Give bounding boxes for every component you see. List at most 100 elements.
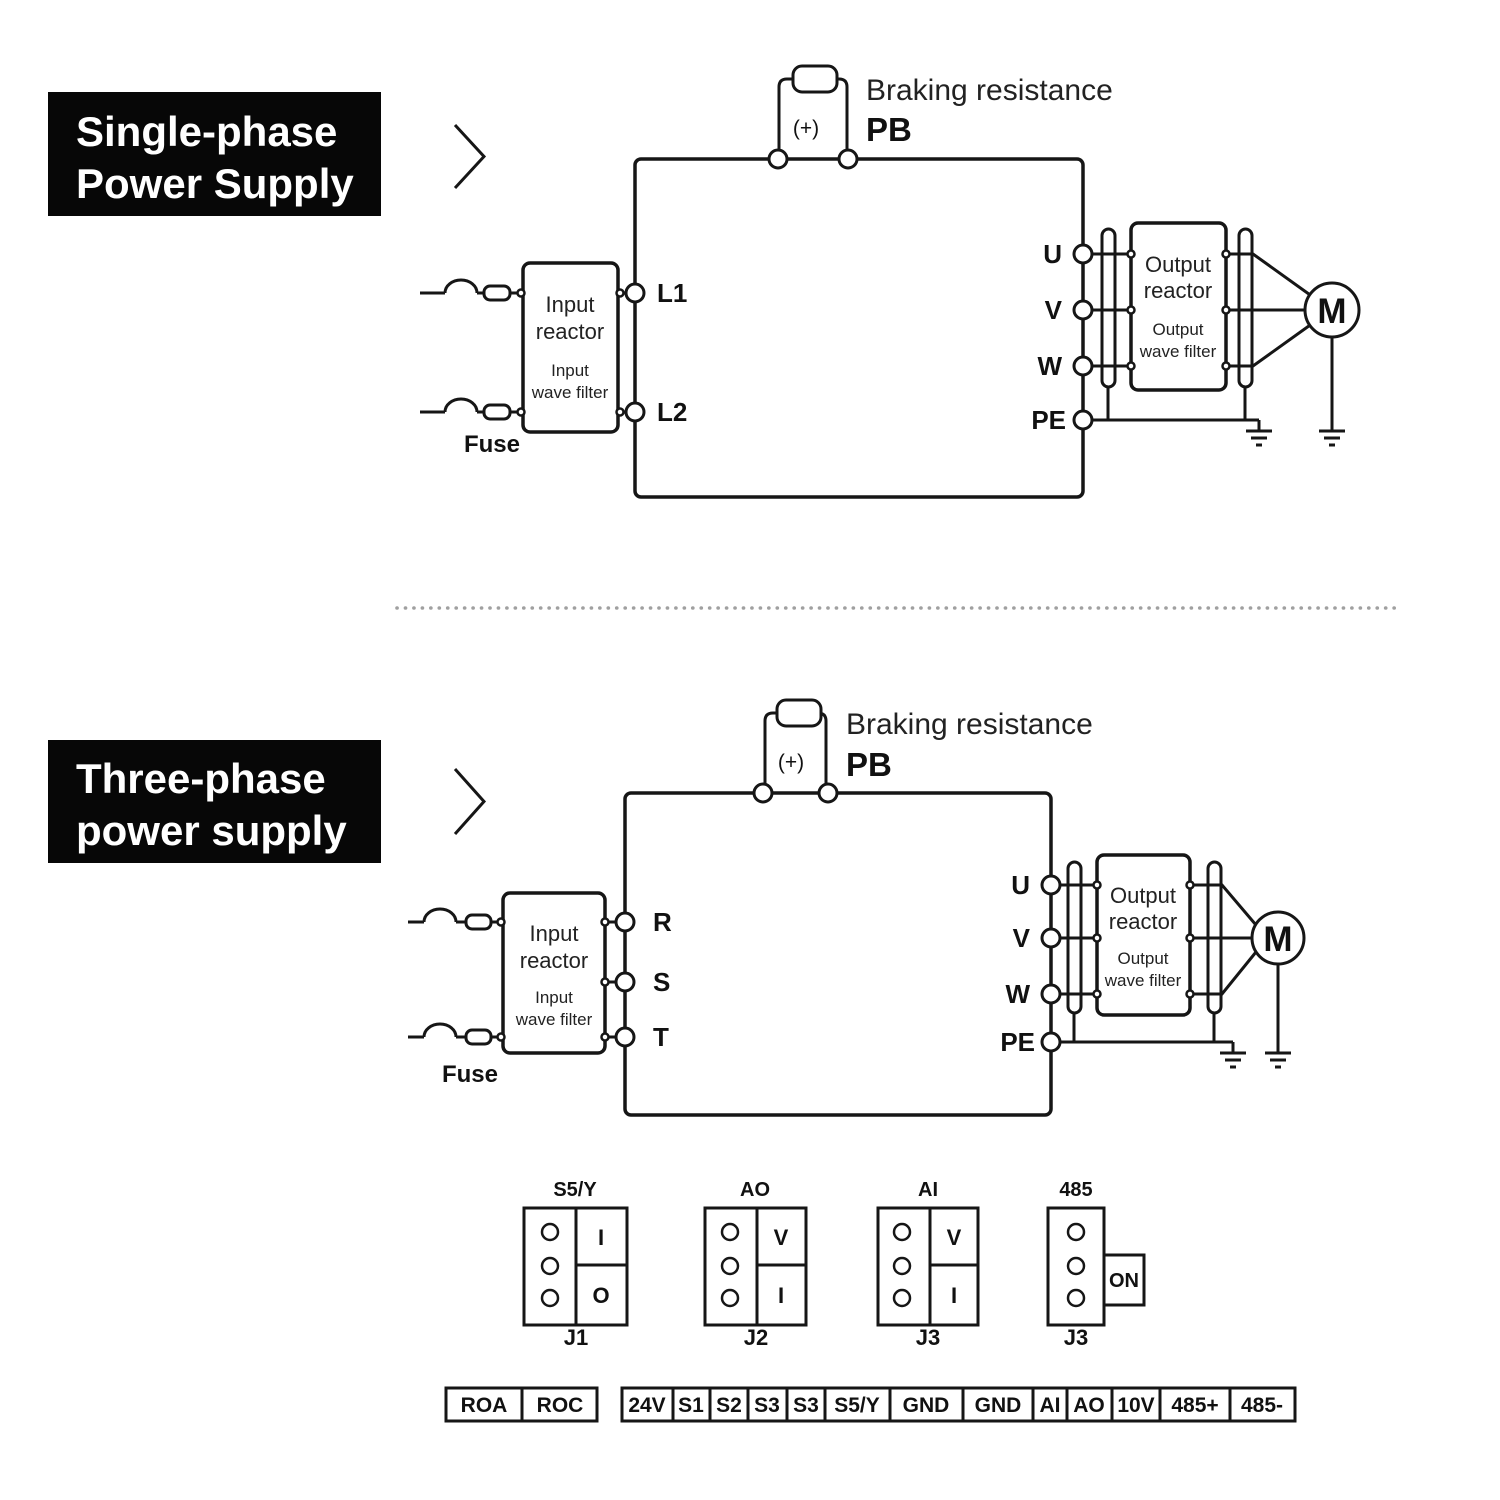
jumper-pin bbox=[1066, 1222, 1086, 1242]
pb-terminal-label: PB bbox=[866, 111, 912, 148]
jumper-j1: S5/Y I O J1 bbox=[522, 1179, 629, 1350]
terminal-v-circle bbox=[1072, 299, 1094, 321]
fuse-symbol bbox=[464, 1028, 493, 1046]
output-reactor-text2: reactor bbox=[1109, 909, 1177, 934]
terminal-v-label: V bbox=[1013, 923, 1031, 953]
input-reactor-text1: Input bbox=[530, 921, 579, 946]
jumper-pin bbox=[1066, 1256, 1086, 1276]
terminal-s3b: S3 bbox=[793, 1394, 819, 1417]
jumper-name: J1 bbox=[564, 1325, 588, 1350]
reactor-pin bbox=[516, 288, 526, 298]
reactor-pin bbox=[1126, 249, 1136, 259]
input-reactor-unit: Input reactor Input wave filter Fuse bbox=[408, 891, 616, 1088]
jumper-title: AO bbox=[740, 1179, 770, 1201]
braking-resistance-title: Braking resistance bbox=[846, 708, 1093, 741]
terminal-gnd2: GND bbox=[975, 1394, 1022, 1417]
reactor-pin bbox=[1092, 989, 1102, 999]
terminal-u-circle bbox=[1040, 874, 1062, 896]
reactor-pin bbox=[1092, 880, 1102, 890]
jumper-cell-bottom: O bbox=[592, 1283, 609, 1308]
output-section: Output reactor Output wave filter M bbox=[1092, 221, 1361, 447]
terminal-pe-label: PE bbox=[1000, 1027, 1035, 1057]
single-phase-section: Single-phase Power Supply (+) Braking re… bbox=[48, 64, 1361, 499]
output-reactor-box bbox=[1095, 853, 1192, 1017]
terminal-pe-label: PE bbox=[1031, 405, 1066, 435]
terminal-10v: 10V bbox=[1117, 1394, 1154, 1417]
motor-circle bbox=[1250, 910, 1306, 966]
jumper-name: J3 bbox=[1064, 1325, 1088, 1350]
jumper-blocks: S5/Y I O J1 AO V I J2 AI bbox=[522, 1179, 1146, 1350]
jumper-pin bbox=[892, 1222, 912, 1242]
three-phase-label-box bbox=[48, 740, 381, 863]
reactor-pin bbox=[600, 917, 610, 927]
reactor-pin bbox=[600, 977, 610, 987]
jumper-cell-bottom: I bbox=[951, 1283, 957, 1308]
terminal-pb-circle bbox=[837, 148, 859, 170]
input-filter-text2: wave filter bbox=[515, 1010, 593, 1029]
output-reactor-text1: Output bbox=[1145, 252, 1211, 277]
reactor-pin bbox=[1126, 361, 1136, 371]
terminal-l1-label: L1 bbox=[657, 278, 687, 308]
terminal-plus-circle bbox=[767, 148, 789, 170]
ground-symbol bbox=[1246, 429, 1272, 447]
terminal-w-label: W bbox=[1005, 979, 1030, 1009]
motor-label: M bbox=[1263, 920, 1292, 959]
input-reactor-unit: Input reactor Input wave filter Fuse bbox=[420, 261, 626, 458]
dip-switch-on-label: ON bbox=[1109, 1270, 1139, 1292]
reactor-pin bbox=[1221, 249, 1231, 259]
supply-wires bbox=[408, 907, 616, 1046]
terminal-s2: S2 bbox=[716, 1394, 742, 1417]
motor-label: M bbox=[1317, 292, 1346, 331]
fuse-label: Fuse bbox=[442, 1061, 498, 1088]
cable-shield-left bbox=[1066, 860, 1083, 1015]
braking-resistance-title: Braking resistance bbox=[866, 74, 1113, 107]
ground-symbol bbox=[1220, 1051, 1246, 1069]
supply-wires bbox=[420, 278, 626, 421]
output-filter-text2: wave filter bbox=[1104, 971, 1182, 990]
terminal-u-circle bbox=[1072, 243, 1094, 265]
output-reactor-box bbox=[1129, 221, 1228, 392]
terminal-t-circle bbox=[614, 1026, 636, 1048]
fuse-label: Fuse bbox=[464, 431, 520, 458]
jumper-j3-485: 485 ON J3 bbox=[1046, 1179, 1146, 1350]
cable-shield-left bbox=[1100, 227, 1117, 389]
reactor-pin bbox=[615, 407, 625, 417]
reactor-pin bbox=[516, 407, 526, 417]
jumper-pin bbox=[720, 1222, 740, 1242]
jumper-cell-top: I bbox=[598, 1225, 604, 1250]
reactor-pin bbox=[1185, 989, 1195, 999]
terminal-u-label: U bbox=[1043, 239, 1062, 269]
terminal-l1-circle bbox=[624, 282, 646, 304]
single-phase-label-line2: Power Supply bbox=[76, 160, 354, 207]
output-reactor-text2: reactor bbox=[1144, 278, 1212, 303]
jumper-cell-bottom: I bbox=[778, 1283, 784, 1308]
terminal-r-label: R bbox=[653, 907, 672, 937]
output-filter-text2: wave filter bbox=[1139, 342, 1217, 361]
fuse-symbol bbox=[482, 284, 512, 302]
reactor-pin bbox=[1185, 933, 1195, 943]
three-phase-section: Three-phase power supply (+) Braking res… bbox=[48, 698, 1306, 1117]
terminal-t-label: T bbox=[653, 1022, 669, 1052]
terminal-strip: ROA ROC 24V S1 S2 S3 S3 S5/Y GND GND AI … bbox=[444, 1386, 1297, 1423]
cable-shield-right bbox=[1237, 227, 1254, 389]
jumper-cell-top: V bbox=[947, 1225, 962, 1250]
fuse-symbol bbox=[482, 403, 512, 421]
reactor-pin bbox=[600, 1032, 610, 1042]
reactor-pin bbox=[1221, 305, 1231, 315]
reactor-pin bbox=[1185, 880, 1195, 890]
reactor-pin bbox=[1221, 361, 1231, 371]
plus-polarity-label: (+) bbox=[778, 751, 804, 774]
motor-ground-symbol bbox=[1319, 429, 1345, 447]
chevron-right-icon bbox=[453, 768, 487, 835]
jumper-pin bbox=[540, 1256, 560, 1276]
terminal-l2-label: L2 bbox=[657, 397, 687, 427]
input-filter-text2: wave filter bbox=[531, 383, 609, 402]
chevron-right-icon bbox=[453, 123, 487, 190]
terminal-v-label: V bbox=[1045, 295, 1063, 325]
terminal-24v: 24V bbox=[628, 1394, 665, 1417]
resistor-symbol bbox=[791, 64, 839, 94]
jumper-pin bbox=[892, 1288, 912, 1308]
cable-shield-right bbox=[1206, 860, 1223, 1015]
single-phase-label-line1: Single-phase bbox=[76, 108, 337, 155]
